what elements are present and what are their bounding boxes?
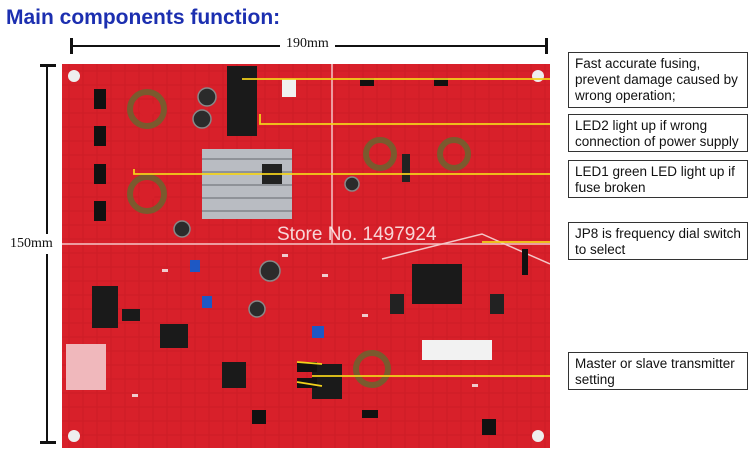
watermark: Store No. 1497924 bbox=[277, 224, 437, 245]
pcb-board: Store No. 1497924 bbox=[62, 64, 550, 448]
callout-led2: LED2 light up if wrong connection of pow… bbox=[568, 114, 748, 152]
callout-jp8: JP8 is frequency dial switch to select bbox=[568, 222, 748, 260]
width-label: 190mm bbox=[280, 36, 335, 52]
page-title: Main components function: bbox=[6, 6, 281, 29]
callout-led1: LED1 green LED light up if fuse broken bbox=[568, 160, 748, 198]
callout-master-slave: Master or slave transmitter setting bbox=[568, 352, 748, 390]
height-dimension: 150mm bbox=[10, 64, 56, 444]
height-label: 150mm bbox=[10, 234, 53, 254]
callout-fusing: Fast accurate fusing, prevent damage cau… bbox=[568, 52, 748, 108]
width-dimension: 190mm bbox=[70, 36, 548, 54]
